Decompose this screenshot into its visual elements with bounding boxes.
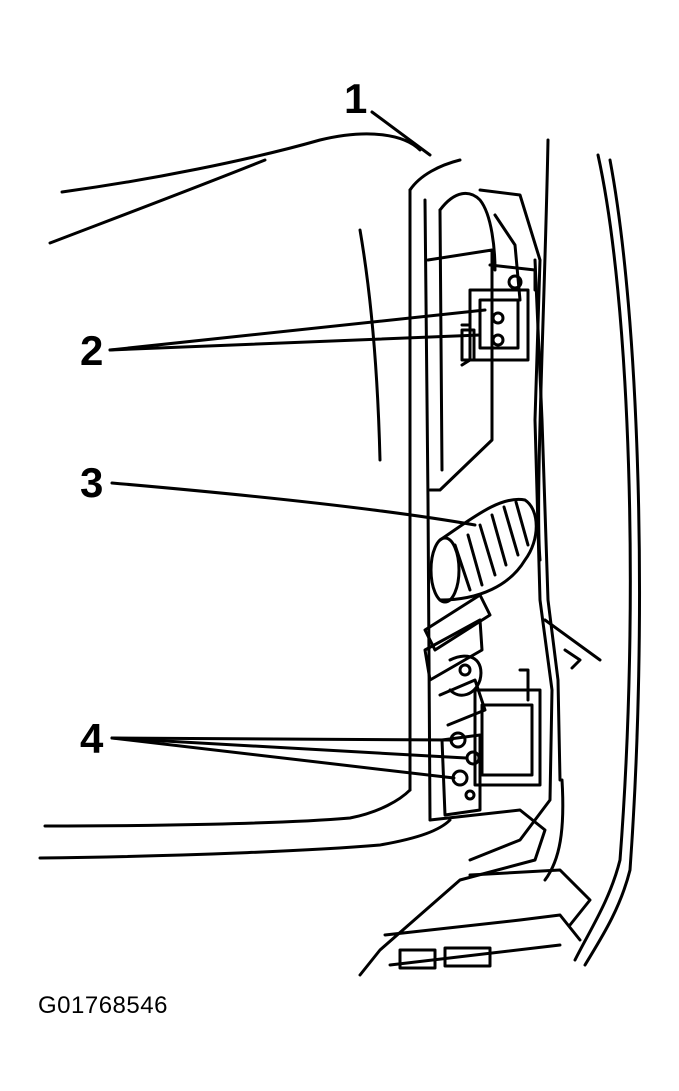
door-edge-line bbox=[535, 260, 560, 780]
leader-2a bbox=[110, 310, 485, 350]
body-line-3 bbox=[545, 780, 563, 880]
sill-line-1 bbox=[45, 790, 410, 826]
pillar-inner-line bbox=[425, 200, 430, 820]
wiring-boot bbox=[431, 499, 536, 602]
callout-4: 4 bbox=[80, 715, 104, 762]
floor-step-2 bbox=[445, 948, 490, 966]
slot-lower bbox=[425, 620, 482, 680]
pillar-rear-curve bbox=[440, 193, 495, 270]
pillar-top bbox=[410, 160, 460, 190]
leader-4c bbox=[112, 738, 454, 778]
slot-upper bbox=[425, 595, 490, 650]
floor-line-2 bbox=[390, 945, 560, 965]
pillar-panel bbox=[428, 250, 492, 490]
floor-line-1 bbox=[385, 915, 580, 940]
body-line-2 bbox=[585, 160, 640, 965]
sill-line-4 bbox=[470, 870, 590, 925]
pillar-line-2 bbox=[440, 210, 442, 470]
door-long-line bbox=[539, 140, 548, 560]
leader-4b bbox=[112, 738, 466, 758]
body-line-1 bbox=[575, 155, 630, 960]
floor-step-1 bbox=[400, 950, 435, 968]
seat-upper-curve bbox=[50, 160, 265, 243]
body-mark-2 bbox=[565, 650, 580, 668]
leader-2b bbox=[110, 335, 480, 350]
seat-top-outline bbox=[62, 134, 420, 192]
leader-3 bbox=[112, 483, 475, 525]
figure-id: G01768546 bbox=[38, 992, 168, 1019]
leader-4a bbox=[112, 738, 452, 740]
callout-3: 3 bbox=[80, 459, 104, 506]
door-frame-outer bbox=[470, 190, 552, 860]
seat-body-edge bbox=[360, 230, 380, 460]
body-mark bbox=[545, 620, 600, 660]
callout-1: 1 bbox=[344, 75, 368, 122]
callout-2: 2 bbox=[80, 327, 104, 374]
sill-line-2 bbox=[40, 820, 450, 858]
lower-hinge bbox=[440, 656, 540, 815]
door-frame-inner bbox=[495, 215, 520, 300]
sill-line-3 bbox=[360, 810, 545, 975]
upper-hinge bbox=[462, 265, 535, 365]
leader-1 bbox=[372, 112, 430, 155]
